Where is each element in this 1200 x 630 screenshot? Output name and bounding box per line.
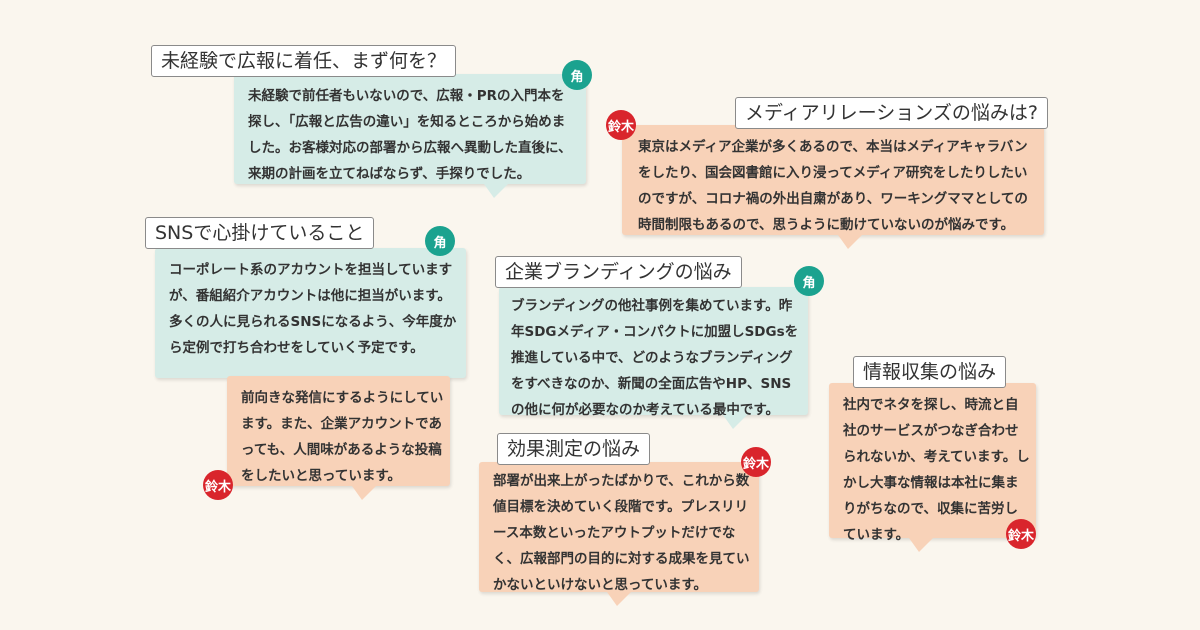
answer-text: ブランディングの他社事例を集めています。昨年SDGメディア・コンパクトに加盟しS…	[511, 298, 799, 418]
bubble-tail	[607, 592, 631, 606]
bubble-tail	[352, 486, 376, 500]
question-title-branding: 企業ブランディングの悩み	[495, 256, 742, 288]
answer-text: 東京はメディア企業が多くあるので、本当はメディアキャラバンをしたり、国会図書館に…	[638, 139, 1028, 233]
bubble-tail	[909, 538, 933, 552]
speaker-badge-kado: 角	[562, 60, 592, 90]
answer-bubble-media-relations: 東京はメディア企業が多くあるので、本当はメディアキャラバンをしたり、国会図書館に…	[622, 125, 1044, 249]
speaker-badge-suzuki: 鈴木	[741, 447, 771, 477]
answer-text: 未経験で前任者もいないので、広報・PRの入門本を探し、「広報と広告の違い」を知る…	[248, 88, 572, 182]
question-title-media-relations: メディアリレーションズの悩みは?	[735, 97, 1048, 129]
answer-bubble-branding: ブランディングの他社事例を集めています。昨年SDGメディア・コンパクトに加盟しS…	[499, 287, 808, 429]
speaker-badge-suzuki: 鈴木	[1006, 519, 1036, 549]
answer-text: 社内でネタを探し、時流と自社のサービスがつなぎ合わせられないか、考えています。し…	[843, 397, 1030, 543]
speaker-badge-suzuki: 鈴木	[203, 470, 233, 500]
speaker-badge-suzuki: 鈴木	[606, 110, 636, 140]
answer-bubble-unexperienced: 未経験で前任者もいないので、広報・PRの入門本を探し、「広報と広告の違い」を知る…	[234, 74, 586, 198]
question-title-sns: SNSで心掛けていること	[145, 217, 375, 249]
reply-text: 前向きな発信にするようにしています。また、企業アカウントであっても、人間味がある…	[241, 390, 444, 484]
question-title-unexperienced: 未経験で広報に着任、まず何を？	[151, 45, 457, 77]
answer-bubble-info: 社内でネタを探し、時流と自社のサービスがつなぎ合わせられないか、考えています。し…	[829, 383, 1036, 552]
bubble-tail	[838, 235, 862, 249]
bubble-tail	[484, 184, 508, 198]
speaker-badge-kado: 角	[425, 226, 455, 256]
answer-text: コーポレート系のアカウントを担当していますが、番組紹介アカウントは他に担当がいま…	[169, 262, 457, 356]
bubble-tail	[723, 415, 747, 429]
question-title-effect: 効果測定の悩み	[497, 433, 651, 465]
answer-text: 部署が出来上がったばかりで、これから数値目標を決めていく段階です。プレスリリース…	[493, 473, 750, 593]
reply-bubble-sns: 前向きな発信にするようにしています。また、企業アカウントであっても、人間味がある…	[227, 376, 450, 500]
answer-bubble-effect: 部署が出来上がったばかりで、これから数値目標を決めていく段階です。プレスリリース…	[479, 462, 759, 606]
answer-bubble-sns: コーポレート系のアカウントを担当していますが、番組紹介アカウントは他に担当がいま…	[155, 248, 466, 392]
question-title-info: 情報収集の悩み	[853, 356, 1007, 388]
speaker-badge-kado: 角	[794, 266, 824, 296]
